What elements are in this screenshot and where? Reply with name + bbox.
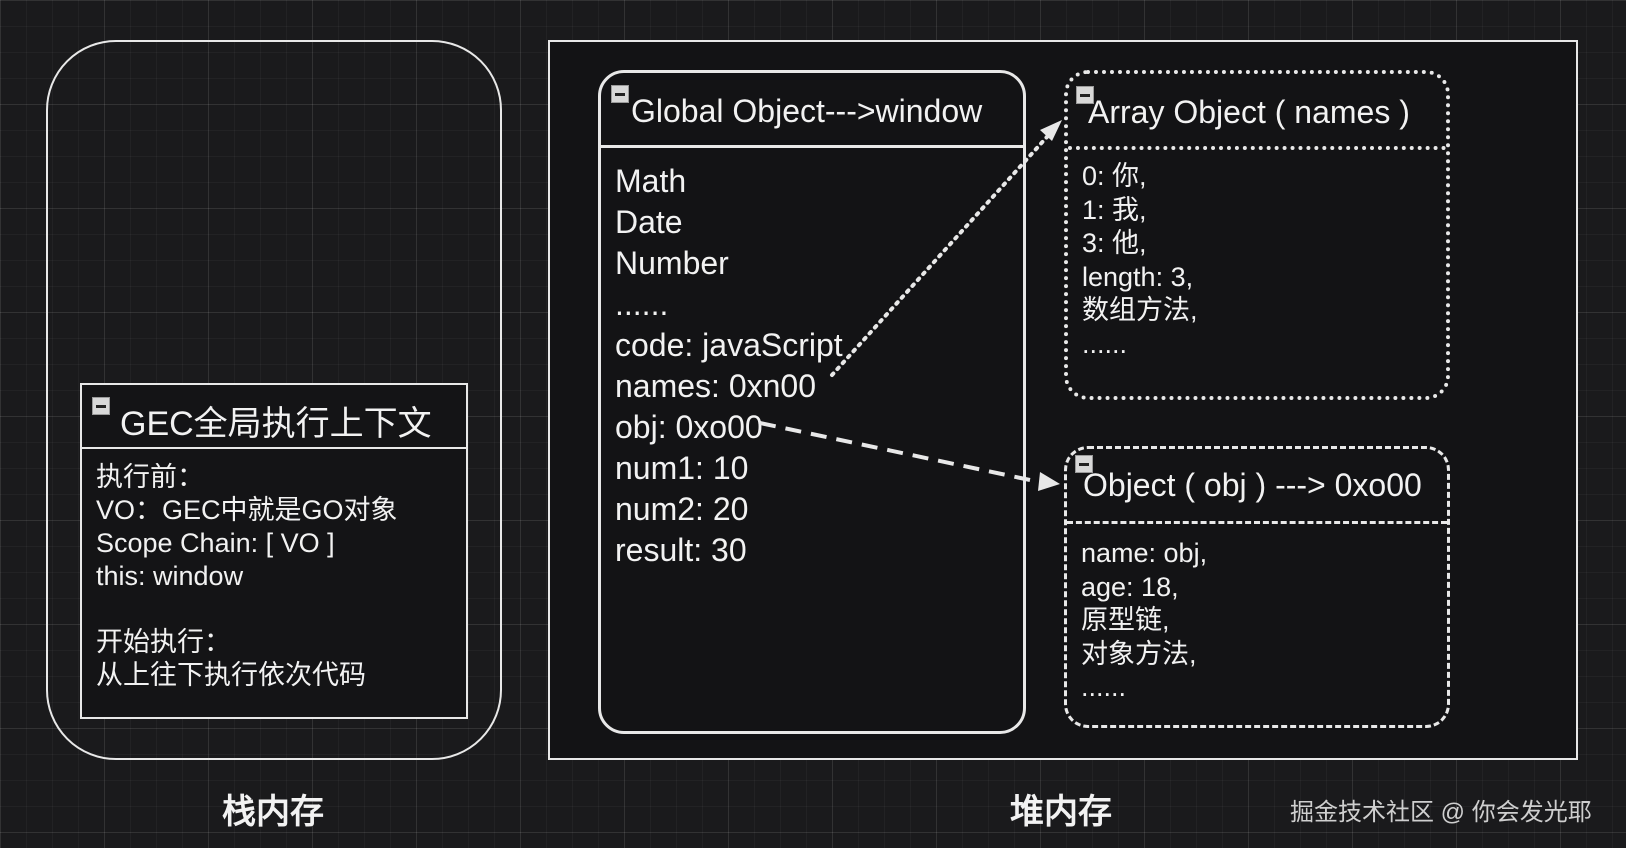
gec-card-title: GEC全局执行上下文 [120,405,432,443]
array-object-title: Array Object ( names ) [1088,94,1410,130]
array-object-card[interactable]: Array Object ( names ) 0: 你, 1: 我, 3: 他,… [1064,70,1450,400]
heap-memory-container [548,40,1578,760]
gec-card-body: 执行前： VO：GEC中就是GO对象 Scope Chain: [ VO ] t… [96,462,398,690]
object-obj-title: Object ( obj ) ---> 0xo00 [1083,467,1422,503]
collapse-icon[interactable] [1075,455,1093,473]
collapse-icon[interactable] [92,397,110,415]
watermark: 掘金技术社区 @ 你会发光耶 [1290,799,1592,826]
object-obj-header: Object ( obj ) ---> 0xo00 [1067,449,1447,524]
object-obj-body: name: obj, age: 18, 原型链, 对象方法, ...... [1081,538,1208,702]
stack-memory-container [46,40,502,760]
gec-card-header: GEC全局执行上下文 [82,385,466,449]
heap-memory-label: 堆内存 [1010,793,1112,831]
global-object-body: Math Date Number ...... code: javaScript… [615,163,843,568]
gec-card[interactable]: GEC全局执行上下文 执行前： VO：GEC中就是GO对象 Scope Chai… [80,383,468,719]
names-to-array-arrow [830,126,1057,377]
obj-to-object-arrow [759,421,1031,482]
arrowhead-icon [1038,472,1060,491]
stack-memory-label: 栈内存 [222,793,324,831]
array-object-header: Array Object ( names ) [1068,74,1446,150]
global-object-card[interactable]: Global Object--->window Math Date Number… [598,70,1026,734]
array-object-body: 0: 你, 1: 我, 3: 他, length: 3, 数组方法, .....… [1082,161,1198,359]
object-obj-card[interactable]: Object ( obj ) ---> 0xo00 name: obj, age… [1064,446,1450,728]
global-object-header: Global Object--->window [601,73,1023,148]
arrowhead-icon [1040,120,1062,141]
collapse-icon[interactable] [611,85,629,103]
collapse-icon[interactable] [1076,86,1094,104]
global-object-title: Global Object--->window [631,93,983,129]
